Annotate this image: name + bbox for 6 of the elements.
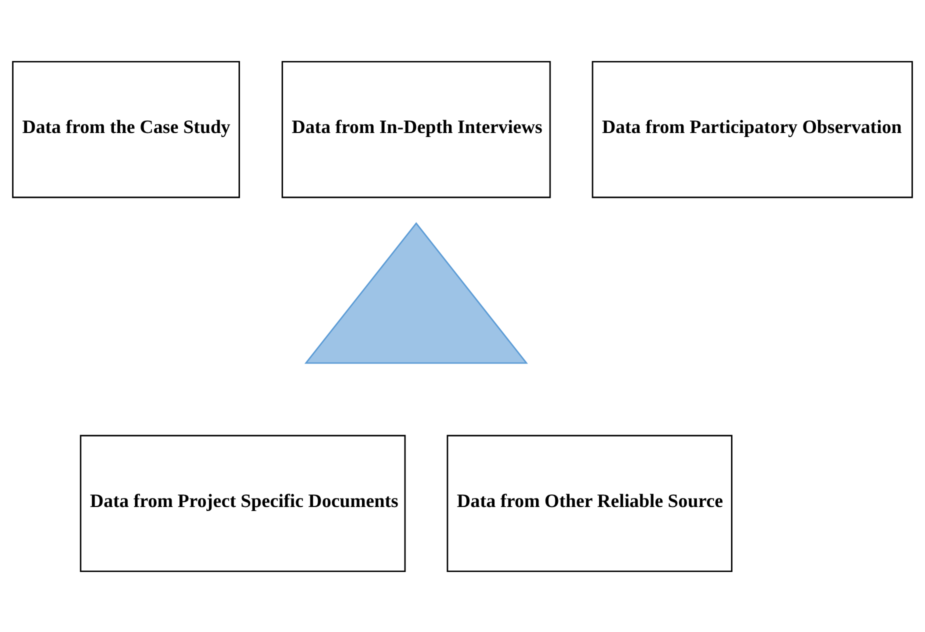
node-box: Data from Other Reliable Source <box>446 434 732 572</box>
node-box: Data from the Case Study <box>12 60 240 198</box>
node-box: Data from In-Depth Interviews <box>282 60 551 198</box>
node-box: Data from Participatory Observation <box>592 60 913 198</box>
node-triangle <box>304 222 528 364</box>
node-box: Data from Project Specific Documents <box>80 434 406 572</box>
